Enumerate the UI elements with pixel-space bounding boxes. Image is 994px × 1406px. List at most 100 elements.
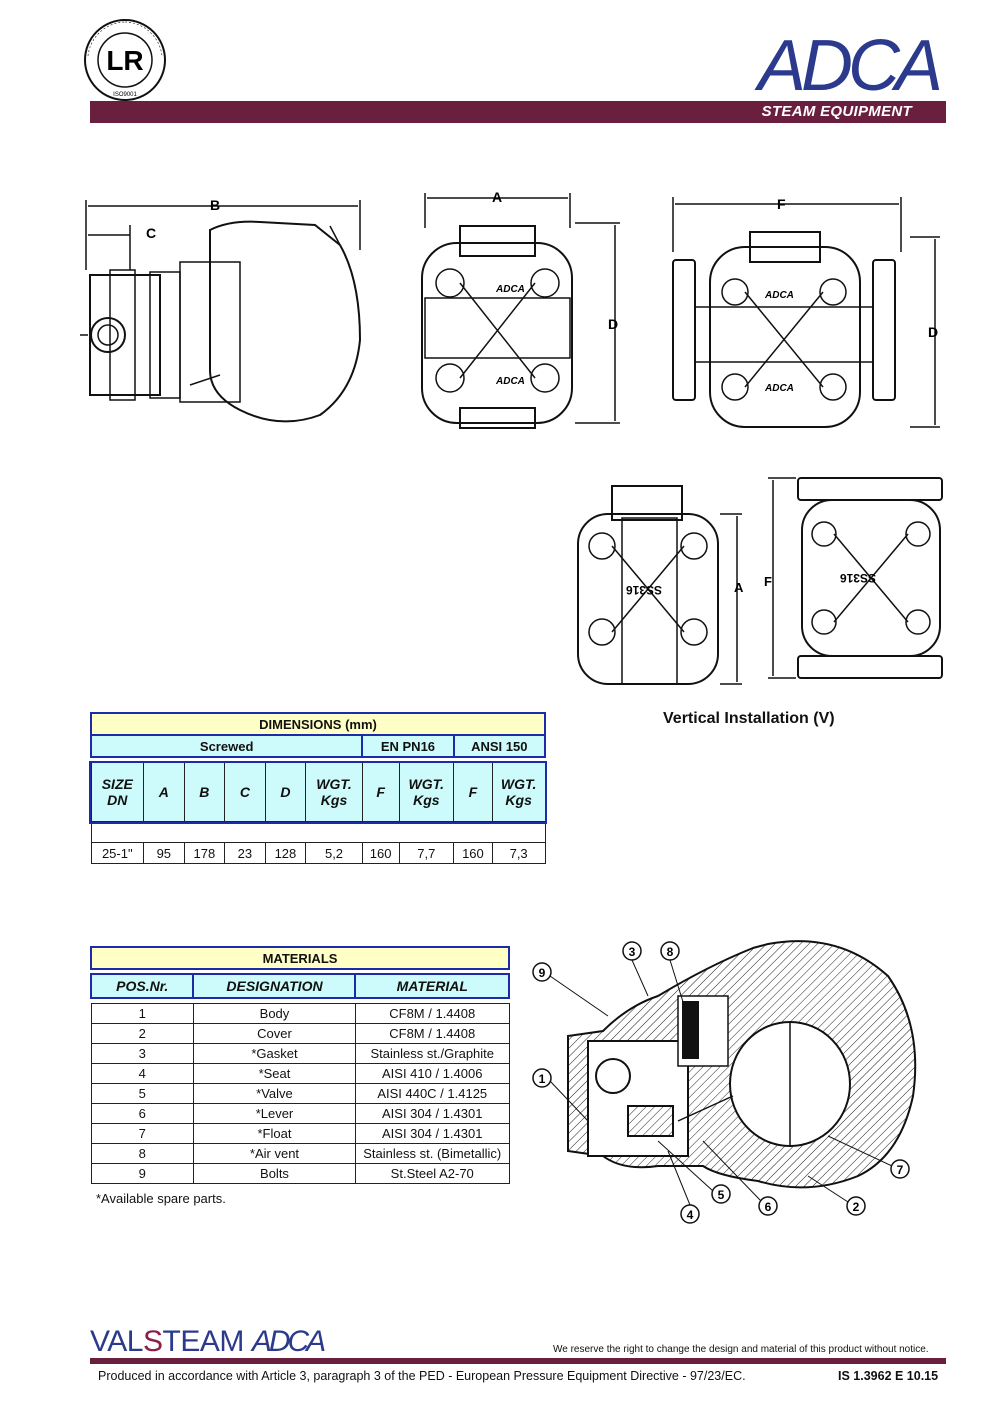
svg-text:ISO9001: ISO9001 bbox=[113, 92, 137, 98]
col-c: C bbox=[224, 762, 266, 822]
col-a: A bbox=[143, 762, 185, 822]
cell: 7,7 bbox=[398, 842, 455, 864]
col-wgt-pn16: WGT. Kgs bbox=[398, 762, 455, 822]
table-row: 25-1" 95 178 23 128 5,2 160 7,7 160 7,3 bbox=[90, 842, 546, 864]
document-reference: IS 1.3962 E 10.15 bbox=[838, 1369, 939, 1383]
cell: 2 bbox=[90, 1023, 194, 1044]
cell: *Air vent bbox=[192, 1143, 356, 1164]
dimensions-header-row: SIZE DN A B C D WGT. Kgs F WGT. Kgs F WG… bbox=[89, 760, 547, 824]
col-wgt-ansi: WGT. Kgs bbox=[491, 762, 546, 822]
cell: Cover bbox=[192, 1023, 356, 1044]
svg-text:A: A bbox=[492, 189, 502, 205]
svg-text:6: 6 bbox=[765, 1200, 772, 1214]
svg-text:A: A bbox=[734, 580, 744, 595]
col-size-dn: SIZE DN bbox=[90, 762, 145, 822]
vertical-installation-drawing: SS316 SS316 A F bbox=[577, 477, 943, 685]
col-pos: POS.Nr. bbox=[89, 973, 195, 999]
front-view-drawing: ADCA ADCA A D bbox=[421, 189, 620, 429]
svg-text:8: 8 bbox=[667, 945, 674, 959]
flanged-view-drawing: ADCA ADCA F D bbox=[672, 196, 940, 428]
svg-text:3: 3 bbox=[629, 945, 636, 959]
cell: AISI 304 / 1.4301 bbox=[354, 1103, 510, 1124]
col-designation: DESIGNATION bbox=[192, 973, 357, 999]
col-f-pn16: F bbox=[361, 762, 400, 822]
cell: *Gasket bbox=[192, 1043, 356, 1064]
svg-text:ADCA: ADCA bbox=[495, 376, 525, 387]
dimensions-title: DIMENSIONS (mm) bbox=[90, 712, 546, 736]
svg-text:ADCA: ADCA bbox=[764, 383, 794, 394]
section-view-drawing: 9 1 3 8 5 6 4 2 7 bbox=[532, 940, 917, 1224]
svg-text:1: 1 bbox=[539, 1072, 546, 1086]
cell: 128 bbox=[264, 842, 307, 864]
cell: Stainless st./Graphite bbox=[354, 1043, 510, 1064]
cell: 9 bbox=[90, 1163, 194, 1184]
cell: 160 bbox=[453, 842, 493, 864]
col-d: D bbox=[264, 762, 307, 822]
cell: 7 bbox=[90, 1123, 194, 1144]
cell: *Valve bbox=[192, 1083, 356, 1104]
tagline: STEAM EQUIPMENT bbox=[761, 103, 912, 120]
group-screwed: Screwed bbox=[89, 734, 364, 758]
cell: *Seat bbox=[192, 1063, 356, 1084]
svg-text:C: C bbox=[146, 225, 156, 241]
svg-text:LR: LR bbox=[106, 45, 143, 76]
cell: Stainless st. (Bimetallic) bbox=[354, 1143, 510, 1164]
svg-text:9: 9 bbox=[539, 966, 546, 980]
cell: 25-1" bbox=[90, 842, 145, 864]
cell: St.Steel A2-70 bbox=[354, 1163, 510, 1184]
cell: AISI 410 / 1.4006 bbox=[354, 1063, 510, 1084]
svg-text:F: F bbox=[777, 196, 786, 212]
svg-text:2: 2 bbox=[853, 1200, 860, 1214]
cell: 160 bbox=[361, 842, 400, 864]
cell: 3 bbox=[90, 1043, 194, 1064]
cell: 178 bbox=[183, 842, 226, 864]
cell: Bolts bbox=[192, 1163, 356, 1184]
materials-title: MATERIALS bbox=[90, 946, 510, 970]
svg-text:SS316: SS316 bbox=[626, 583, 662, 597]
dimensions-table: DIMENSIONS (mm) Screwed EN PN16 ANSI 150… bbox=[89, 712, 547, 864]
cell: 23 bbox=[224, 842, 266, 864]
cell: 6 bbox=[90, 1103, 194, 1124]
cell: *Float bbox=[192, 1123, 356, 1144]
cell: 5 bbox=[90, 1083, 194, 1104]
company-part: TEAM bbox=[162, 1325, 245, 1358]
side-view-drawing: B C bbox=[80, 197, 362, 423]
svg-text:7: 7 bbox=[897, 1163, 904, 1177]
col-b: B bbox=[183, 762, 226, 822]
cell: 8 bbox=[90, 1143, 194, 1164]
cell: AISI 440C / 1.4125 bbox=[354, 1083, 510, 1104]
brand-logo: ADCA bbox=[758, 26, 943, 106]
svg-text:B: B bbox=[210, 197, 220, 213]
col-material: MATERIAL bbox=[354, 973, 510, 999]
cell: 1 bbox=[90, 1003, 194, 1024]
header-band: STEAM EQUIPMENT bbox=[90, 101, 946, 123]
svg-text:D: D bbox=[928, 324, 938, 340]
svg-text:4: 4 bbox=[687, 1208, 694, 1222]
svg-text:ADCA: ADCA bbox=[495, 284, 525, 295]
spare-parts-note: *Available spare parts. bbox=[96, 1191, 226, 1206]
cell: 95 bbox=[143, 842, 185, 864]
col-f-ansi: F bbox=[453, 762, 493, 822]
svg-text:F: F bbox=[764, 574, 772, 589]
cell: Body bbox=[192, 1003, 356, 1024]
ped-note: Produced in accordance with Article 3, p… bbox=[98, 1369, 746, 1383]
group-en-pn16: EN PN16 bbox=[361, 734, 455, 758]
materials-table: MATERIALS POS.Nr. DESIGNATION MATERIAL 1… bbox=[89, 946, 510, 1184]
reserve-note: We reserve the right to change the desig… bbox=[553, 1344, 929, 1355]
cell: 4 bbox=[90, 1063, 194, 1084]
company-part: S bbox=[142, 1325, 163, 1358]
col-wgt-screwed: WGT. Kgs bbox=[305, 762, 363, 822]
svg-text:ADCA: ADCA bbox=[764, 290, 794, 301]
company-brand: ADCA bbox=[251, 1325, 326, 1358]
cell: CF8M / 1.4408 bbox=[354, 1003, 510, 1024]
vertical-installation-title: Vertical Installation (V) bbox=[663, 710, 835, 727]
